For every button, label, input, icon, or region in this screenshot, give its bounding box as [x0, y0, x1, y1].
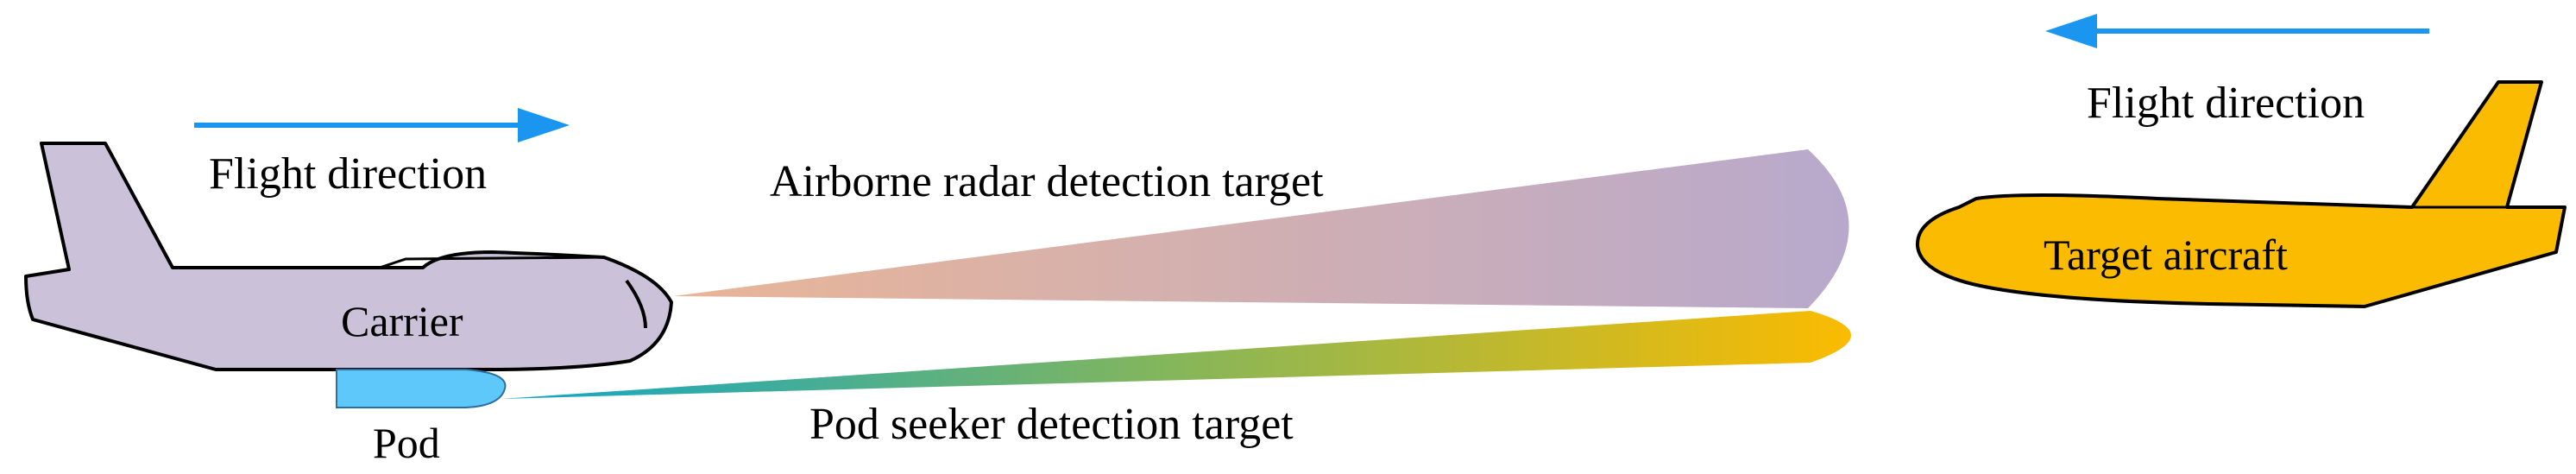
right-flight-direction-label: Flight direction [2087, 79, 2365, 128]
target-aircraft-label: Target aircraft [2044, 231, 2288, 279]
pod-seeker-label: Pod seeker detection target [809, 400, 1294, 449]
pod-seeker-beam [501, 311, 1851, 399]
right-flight-direction-arrow [2045, 14, 2429, 48]
pod-label: Pod [373, 419, 440, 467]
target-fuselage [1915, 80, 2567, 308]
carrier-wing-line [379, 256, 605, 269]
pod [336, 369, 507, 408]
airborne-radar-beam [673, 149, 1849, 308]
carrier-cockpit-line [625, 279, 647, 329]
airborne-radar-label: Airborne radar detection target [770, 157, 1324, 206]
target-aircraft [1915, 80, 2567, 308]
left-flight-direction-arrow [194, 108, 570, 142]
pod-body [336, 369, 507, 408]
left-flight-direction-label: Flight direction [209, 149, 487, 199]
carrier-label: Carrier [341, 297, 463, 345]
